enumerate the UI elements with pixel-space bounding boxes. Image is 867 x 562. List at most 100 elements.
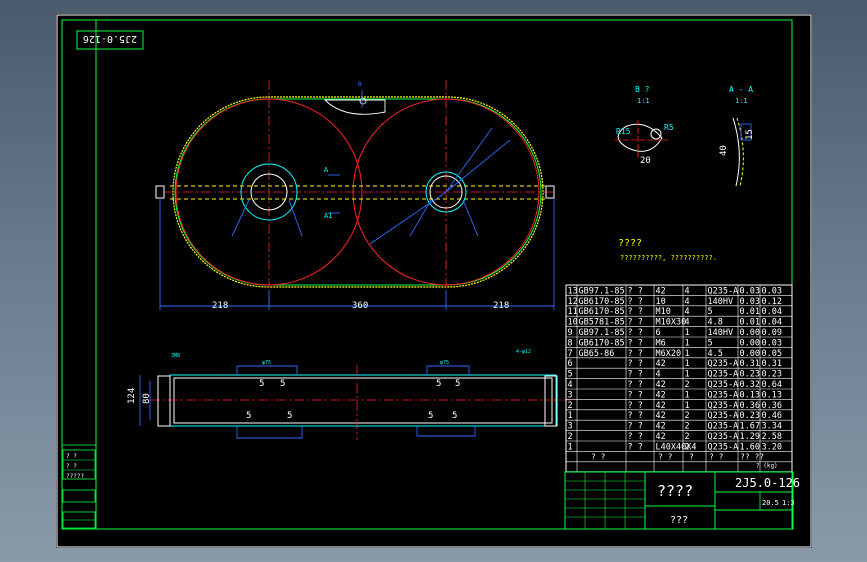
bom-cell-w1: 0.23 — [740, 370, 760, 380]
bom-cell-mat: 140HV — [708, 328, 734, 338]
bom-cell-w1: 0.00 — [740, 338, 760, 348]
bom-cell-w1: 0.23 — [740, 411, 760, 421]
bom-cell-w1: 0.03 — [740, 297, 760, 307]
bom-cell-mat: 5 — [708, 307, 713, 317]
bom-cell-mat: Q235-A — [708, 390, 739, 400]
bom-cell-w2: 0.04 — [762, 318, 782, 328]
bom-cell-no: 1 — [568, 442, 573, 452]
section-view-b: B ? 1:1 R15 R5 20 — [615, 85, 674, 166]
bom-cell-spec: M6X20 — [656, 349, 682, 359]
bom-header-cell: ? ? — [658, 452, 673, 461]
bom-cell-no: 3 — [568, 422, 573, 432]
bom-header-cell: ? ? — [591, 452, 606, 461]
bom-cell-spec: 10 — [656, 297, 666, 307]
dim-15: 15 — [745, 129, 755, 140]
bom-cell-no: 12 — [568, 297, 578, 307]
bom-cell-mat: Q235-A — [708, 422, 739, 432]
bom-cell-w1: 1.67 — [740, 422, 760, 432]
bom-cell-no: 7 — [568, 349, 573, 359]
bom-cell-w2: 0.12 — [762, 297, 782, 307]
bom-cell-w2: 0.04 — [762, 307, 782, 317]
bom-cell-mat: Q235-A — [708, 370, 739, 380]
bom-cell-w2: 2.58 — [762, 432, 782, 442]
bom-cell-code: GB6170-85 — [579, 338, 625, 348]
bom-cell-w1: 1.60 — [740, 442, 760, 452]
bom-cell-w1: 0.36 — [740, 401, 760, 411]
drawing-name: ???? — [657, 482, 693, 500]
bom-cell-spec: 42 — [656, 432, 666, 442]
dim-r15: R15 — [616, 127, 631, 136]
callout-left: 3M8 — [171, 353, 180, 359]
bom-header-cell: ? ? — [709, 452, 724, 461]
callout-right: 4-φ12 — [516, 349, 531, 355]
bom-header-cell: ? — [689, 452, 694, 461]
bom-cell-w2: 0.05 — [762, 349, 782, 359]
bom-cell-w1: 0.31 — [740, 359, 760, 369]
dim-5-e: 5 — [246, 411, 251, 421]
label-b: B — [358, 81, 362, 88]
side-stamp-3: ????? — [66, 473, 84, 480]
bom-cell-no: 6 — [568, 359, 573, 369]
bom-cell-qty: 4 — [685, 307, 690, 317]
company-name: ??? — [670, 515, 688, 526]
bom-cell-no: 11 — [568, 307, 578, 317]
bom-cell-mat: 140HV — [708, 297, 734, 307]
bom-cell-w2: 3.20 — [762, 442, 782, 452]
scale-value: 1:3 — [782, 499, 795, 507]
bom-cell-w2: 0.03 — [762, 338, 782, 348]
bom-cell-name: ? ? — [628, 370, 643, 380]
bom-cell-name: ? ? — [628, 422, 643, 432]
bom-cell-qty: 2 — [685, 422, 690, 432]
bom-cell-qty: 1 — [685, 338, 690, 348]
bom-cell-spec: L40X40X4 — [656, 442, 697, 452]
notes-title: ???? — [618, 238, 642, 249]
dim-5-g: 5 — [428, 411, 433, 421]
bom-cell-w1: 1.29 — [740, 432, 760, 442]
bom-cell-w2: 0.23 — [762, 370, 782, 380]
bom-cell-mat: Q235-A — [708, 432, 739, 442]
bom-cell-no: 3 — [568, 390, 573, 400]
bom-cell-code: GB65-86 — [579, 349, 615, 359]
section-view-a: A - A 1:1 40 15 — [719, 85, 755, 187]
dim-5-a: 5 — [259, 379, 264, 389]
bom-cell-mat: Q235-A — [708, 442, 739, 452]
bom-cell-qty: 2 — [685, 432, 690, 442]
bom-cell-qty: 1 — [685, 370, 690, 380]
bom-cell-name: ? ? — [628, 307, 643, 317]
bom-cell-qty: 1 — [685, 401, 690, 411]
bom-cell-code: GB97.1-85 — [579, 328, 625, 338]
bom-cell-name: ? ? — [628, 318, 643, 328]
notes-body: ??????????, ??????????. — [620, 254, 717, 262]
bom-cell-mat: Q235-A — [708, 286, 739, 296]
bom-cell-no: 8 — [568, 338, 573, 348]
section-a-title: A - A — [729, 85, 753, 94]
bom-cell-no: 13 — [568, 286, 578, 296]
bom-header-weight-unit: ? (kg) — [756, 462, 778, 469]
bom-cell-w2: 0.36 — [762, 401, 782, 411]
bom-cell-name: ? ? — [628, 286, 643, 296]
dim-5-h: 5 — [452, 411, 457, 421]
bom-cell-spec: 42 — [656, 286, 666, 296]
bom-cell-code: GB6170-85 — [579, 307, 625, 317]
bom-cell-qty: 4 — [685, 318, 690, 328]
dim-5-b: 5 — [280, 379, 285, 389]
bom-cell-w1: 0.03 — [740, 286, 760, 296]
bom-cell-spec: M10 — [656, 307, 671, 317]
dim-phi75-a: φ75 — [262, 360, 271, 366]
bom-cell-no: 1 — [568, 411, 573, 421]
dimension-124: 124 — [127, 388, 137, 404]
bom-cell-spec: 42 — [656, 359, 666, 369]
rotated-stamp-text: 2J5.0-126 — [83, 33, 137, 44]
bom-cell-mat: Q235-A — [708, 359, 739, 369]
dimension-360: 360 — [352, 301, 368, 311]
revision-stamp: ? ? ? ? ????? — [62, 449, 96, 529]
bom-cell-code: GB6170-85 — [579, 297, 625, 307]
bom-cell-name: ? ? — [628, 338, 643, 348]
bom-cell-w1: 0.32 — [740, 380, 760, 390]
bom-cell-no: 9 — [568, 328, 573, 338]
bom-cell-spec: 42 — [656, 422, 666, 432]
bom-cell-no: 5 — [568, 370, 573, 380]
section-mark-a-lower: A1 — [324, 212, 332, 220]
